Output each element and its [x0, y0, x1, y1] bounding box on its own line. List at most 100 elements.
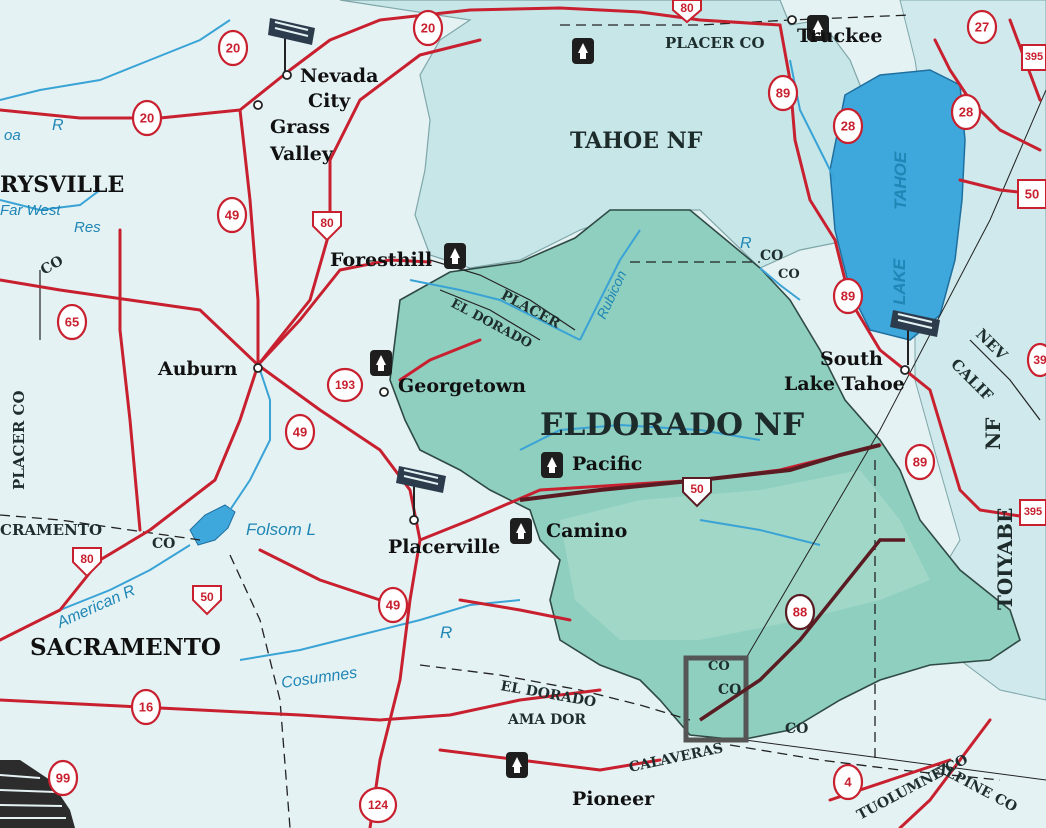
town-grass-label: Grass [270, 116, 330, 138]
svg-text:99: 99 [56, 771, 70, 786]
toiyabe-label: TOIYABE [993, 508, 1017, 610]
hwy-395-shield: 395 [1021, 44, 1046, 71]
co-south-label: CO [785, 721, 808, 737]
hwy-395-shield: 395 [1019, 499, 1046, 526]
svg-text:89: 89 [913, 455, 927, 470]
town-camino-label: Camino [546, 520, 627, 542]
town-pacific-label: Pacific [572, 453, 642, 475]
hwy88-corridor [699, 538, 905, 722]
svg-text:50: 50 [1025, 187, 1039, 202]
hwy-65-shield: 65 [56, 303, 88, 341]
svg-text:395: 395 [1024, 506, 1042, 518]
flag-icon [890, 310, 940, 365]
yuba-oa-label: oa [4, 127, 21, 144]
town-valley-label: Valley [269, 143, 334, 165]
hwy-20-shield: 20 [412, 9, 444, 47]
ranger-station-icons [370, 15, 829, 778]
far-west-label: Far West [0, 202, 61, 219]
flag-icons [268, 18, 940, 520]
hwy-49-shield: 49 [284, 413, 316, 451]
svg-text:124: 124 [368, 798, 388, 812]
hwy-99-shield: 99 [47, 759, 79, 797]
svg-text:80: 80 [680, 1, 694, 15]
eldorado-inner-patch [560, 470, 930, 640]
yuba-r-label: R [52, 117, 64, 134]
svg-text:49: 49 [293, 425, 307, 440]
hwy-28-shield: 28 [950, 93, 982, 131]
town-markers [253, 15, 910, 525]
town-nevada-label: Nevada [300, 65, 378, 87]
hwy-4-shield: 4 [832, 763, 864, 801]
town-truckee-label: Truckee [797, 25, 883, 47]
hwy-39-shield: 39 [1026, 342, 1046, 378]
hwy-49-shield: 49 [377, 586, 409, 624]
svg-text:4: 4 [844, 775, 852, 790]
hwy-20-shield: 20 [217, 29, 249, 67]
svg-text:28: 28 [959, 105, 973, 120]
town-auburn-label: Auburn [157, 358, 238, 380]
town-placerville-label: Placerville [388, 536, 500, 558]
co-box-2-label: CO [718, 682, 741, 698]
svg-text:395: 395 [1025, 51, 1043, 63]
lake-tahoe-label-1: TAHOE [891, 151, 910, 210]
hwy-50-shield: 50 [1017, 179, 1046, 209]
ranger-station-icon [572, 38, 594, 64]
svg-text:65: 65 [65, 315, 79, 330]
co-rubicon-2-label: CO [778, 267, 800, 282]
co-box-label: CO [708, 659, 730, 674]
hwy-124-shield: 124 [358, 786, 398, 824]
selection-box [683, 655, 749, 743]
hwy-89-shield: 89 [832, 277, 864, 315]
far-west-res-label: Res [74, 219, 101, 236]
hwy-16-shield: 16 [130, 688, 162, 726]
svg-text:80: 80 [320, 216, 334, 230]
svg-text:27: 27 [975, 20, 989, 35]
svg-text:39: 39 [1033, 353, 1046, 367]
town-georgetown-label: Georgetown [398, 375, 526, 397]
hwy-20-shield: 20 [131, 99, 163, 137]
hwy-27-shield: 27 [966, 9, 998, 45]
lake-tahoe-label-2: LAKE [890, 258, 909, 305]
eldorado-nf-label: ELDORADO NF [540, 407, 804, 443]
flag-icon [268, 18, 315, 75]
hwy-193-shield: 193 [326, 367, 364, 403]
town-sacramento-label: SACRAMENTO [30, 634, 221, 661]
toiyabe-nf-label: NF [981, 418, 1005, 450]
ranger-station-icon [541, 452, 563, 478]
hwy-80-shield: 80 [672, 0, 702, 24]
us50-corridor [519, 443, 881, 502]
globe-icon [0, 760, 75, 828]
svg-text:16: 16 [139, 700, 153, 715]
svg-text:80: 80 [80, 552, 94, 566]
svg-text:20: 20 [421, 21, 435, 36]
town-lake-tahoe-label: Lake Tahoe [784, 373, 905, 395]
town-city-label: City [308, 90, 351, 112]
svg-text:28: 28 [841, 119, 855, 134]
cosumnes-r-label: R [440, 623, 452, 642]
co-sac-label: CO [152, 536, 175, 552]
co-rubicon-1-label: CO [760, 248, 783, 264]
ranger-station-icon [510, 518, 532, 544]
hwy-50-shield: 50 [192, 585, 222, 616]
svg-text:50: 50 [690, 482, 704, 496]
amador-label: AMA DOR [507, 712, 586, 728]
svg-text:193: 193 [335, 378, 355, 392]
hwy-89-shield: 89 [767, 74, 799, 112]
ranger-station-icon [807, 15, 829, 41]
svg-text:89: 89 [776, 86, 790, 101]
svg-text:20: 20 [140, 111, 154, 126]
folsom-lake [189, 504, 236, 546]
svg-text:20: 20 [226, 41, 240, 56]
hwy-80-shield: 80 [312, 211, 342, 242]
hwy-50-shield: 50 [682, 477, 712, 508]
town-marysville-label: RYSVILLE [0, 172, 124, 198]
town-south-label: South [820, 348, 883, 370]
rubicon-r-label: R [740, 235, 752, 252]
town-pioneer-label: Pioneer [572, 788, 655, 810]
sacramento-co-label: CRAMENTO [0, 521, 102, 539]
lake-tahoe [829, 69, 966, 341]
flag-icon [396, 466, 446, 520]
ranger-station-icon [370, 350, 392, 376]
svg-text:49: 49 [225, 208, 239, 223]
